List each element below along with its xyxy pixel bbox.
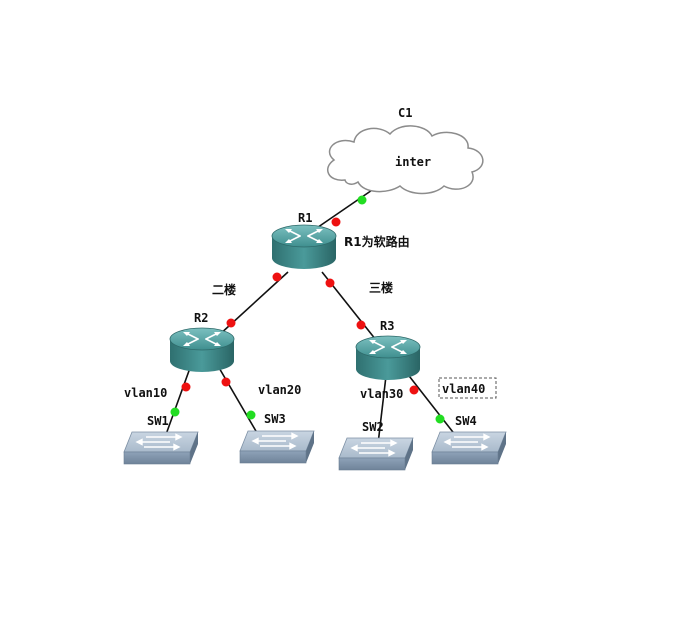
switch-icon [123,431,199,465]
switch-sw2[interactable] [338,437,414,471]
vlan-label-10: vlan10 [124,386,167,400]
switch-sw3-name: SW3 [264,412,286,426]
switch-icon [239,430,315,464]
router-r2-name: R2 [194,311,208,325]
router-icon [169,327,235,373]
port-status-up [170,407,180,417]
floor-label-second: 二楼 [212,282,236,297]
port-status-down [325,278,335,288]
port-status-down [409,385,419,395]
port-status-up [435,414,445,424]
cloud-icon [326,125,484,195]
router-r2[interactable] [169,327,235,373]
switch-sw2-name: SW2 [362,420,384,434]
router-r1[interactable] [271,224,337,270]
port-status-down [226,318,236,328]
cloud-label: inter [395,155,431,169]
port-status-up [246,410,256,420]
port-status-down [221,377,231,387]
router-r3-name: R3 [380,319,394,333]
port-status-down [356,320,366,330]
switch-sw4[interactable] [431,431,507,465]
vlan-label-30: vlan30 [360,387,403,401]
link-r3-sw4 [405,371,457,437]
switch-sw4-name: SW4 [455,414,477,428]
port-status-down [331,217,341,227]
vlan-label-40-frame [438,377,497,399]
link-r2-sw1 [163,367,191,441]
switch-sw3[interactable] [239,430,315,464]
router-r1-name: R1 [298,211,312,225]
port-status-down [272,272,282,282]
router-r1-note: R1为软路由 [344,234,410,249]
cloud-name: C1 [398,106,412,120]
link-r3-sw2 [377,375,387,445]
link-r2-sw3 [217,365,261,439]
router-icon [271,224,337,270]
port-status-down [181,382,191,392]
router-r3[interactable] [355,335,421,381]
switch-icon [338,437,414,471]
switch-icon [431,431,507,465]
router-icon [355,335,421,381]
switch-sw1[interactable] [123,431,199,465]
vlan-label-40: vlan40 [442,382,485,396]
switch-sw1-name: SW1 [147,414,169,428]
floor-label-third: 三楼 [369,280,393,295]
port-status-up [357,195,367,205]
cloud-c1[interactable] [326,125,484,195]
vlan-label-20: vlan20 [258,383,301,397]
